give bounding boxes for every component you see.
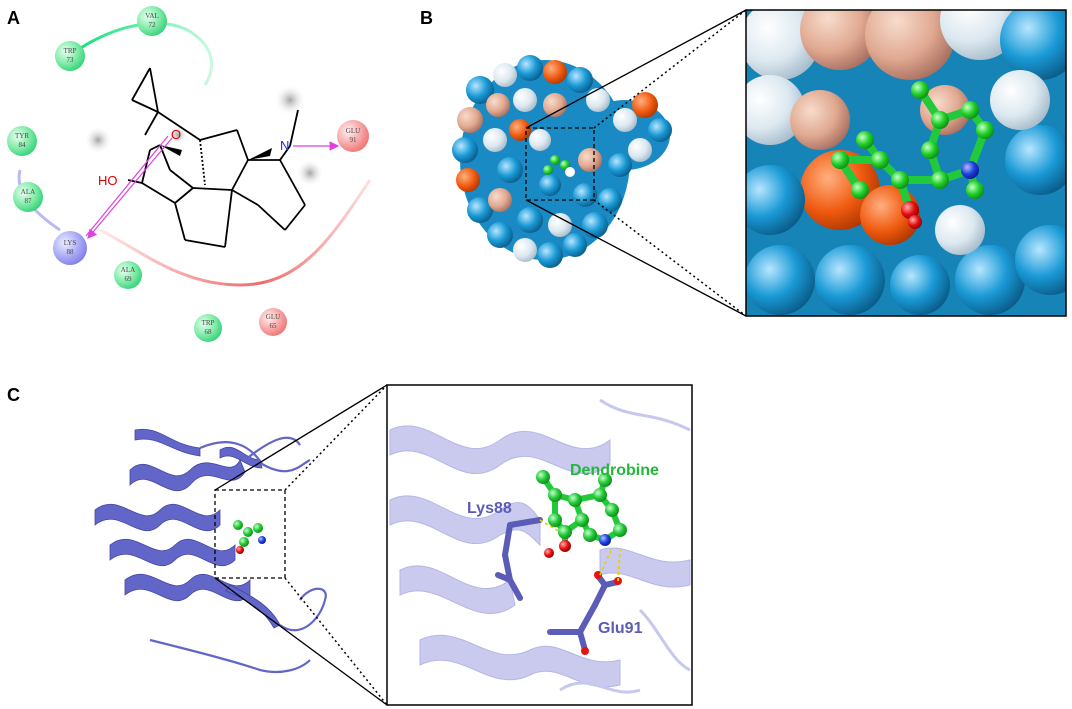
ligand-skeleton	[127, 67, 306, 248]
svg-text:GLU: GLU	[346, 127, 360, 135]
panel-label-c: C	[7, 385, 20, 405]
residue-trp68: TRP 68	[194, 314, 222, 342]
svg-text:GLU: GLU	[266, 313, 280, 321]
oxygen-atom-label: O	[171, 127, 181, 142]
svg-text:91: 91	[350, 136, 358, 144]
zoom-line	[284, 577, 388, 706]
zoom-frame	[745, 9, 1067, 317]
svg-text:VAL: VAL	[145, 12, 158, 20]
svg-text:TRP: TRP	[202, 319, 215, 327]
svg-text:69: 69	[125, 275, 133, 283]
panel-label-a: A	[7, 8, 20, 28]
zoom-line	[593, 199, 747, 317]
residue-ala87: ALA 87	[13, 182, 43, 212]
lys88-label: Lys88	[467, 500, 512, 517]
cartoon-zoom-inset	[387, 385, 692, 705]
solvent-halo	[274, 84, 306, 116]
protein-loops	[149, 436, 327, 674]
surface-zoom-inset	[746, 10, 1066, 316]
svg-text:ALA: ALA	[21, 188, 35, 196]
svg-text:68: 68	[205, 328, 213, 336]
svg-text:73: 73	[67, 56, 75, 64]
zoom-box	[214, 489, 286, 579]
zoom-frame	[386, 384, 693, 706]
svg-text:LYS: LYS	[64, 239, 77, 247]
svg-text:ALA: ALA	[121, 266, 135, 274]
zoom-line	[525, 199, 747, 317]
glu91-label: Glu91	[598, 620, 643, 637]
wedge-bond	[160, 145, 182, 156]
surface-view	[452, 9, 1067, 317]
svg-text:84: 84	[19, 141, 27, 149]
zoom-line	[214, 384, 388, 491]
solvent-halo	[296, 159, 324, 187]
solvent-halo	[84, 126, 112, 154]
hydroxyl-label: HO	[98, 173, 118, 188]
solvent-halo	[168, 125, 188, 145]
hbond-dashes	[539, 519, 621, 582]
residue-ala69: ALA 69	[114, 261, 142, 289]
residue-val72: VAL 72	[137, 6, 167, 36]
svg-text:TRP: TRP	[64, 47, 77, 55]
nitrogen-atom-label: N	[280, 138, 289, 153]
zoom-line	[525, 9, 747, 129]
panel-label-b: B	[420, 8, 433, 28]
svg-text:88: 88	[67, 248, 75, 256]
wedge-bond	[248, 148, 272, 160]
residue-trp73: TRP 73	[55, 41, 85, 71]
svg-text:65: 65	[270, 322, 278, 330]
cartoon-view: Dendrobine Lys88 Glu91	[94, 384, 693, 706]
pocket-contour-red	[99, 179, 372, 287]
protein-surface	[452, 55, 672, 268]
svg-text:TYR: TYR	[15, 132, 29, 140]
zoom-line	[593, 9, 747, 129]
residue-lys88: LYS 88	[53, 231, 87, 265]
hbond-arrow-lys88	[87, 137, 173, 239]
residue-glu91: GLU 91	[337, 120, 369, 152]
zoom-line	[214, 577, 388, 706]
zoom-line	[284, 384, 388, 491]
svg-text:72: 72	[149, 21, 157, 29]
residue-glu65: GLU 65	[259, 308, 287, 336]
pocket-contour-green	[69, 21, 214, 86]
hbond-arrow-lys88-2	[85, 135, 169, 237]
lys88-sticks	[495, 517, 543, 601]
dendrobine-label: Dendrobine	[570, 462, 659, 479]
svg-text:87: 87	[25, 197, 33, 205]
interaction-diagram: O N HO VAL 72 TRP 73 TYR 84 ALA 87 LYS 8…	[7, 6, 372, 342]
ligand-small	[233, 520, 266, 554]
residue-tyr84: TYR 84	[7, 126, 37, 156]
protein-cartoon	[94, 428, 281, 629]
